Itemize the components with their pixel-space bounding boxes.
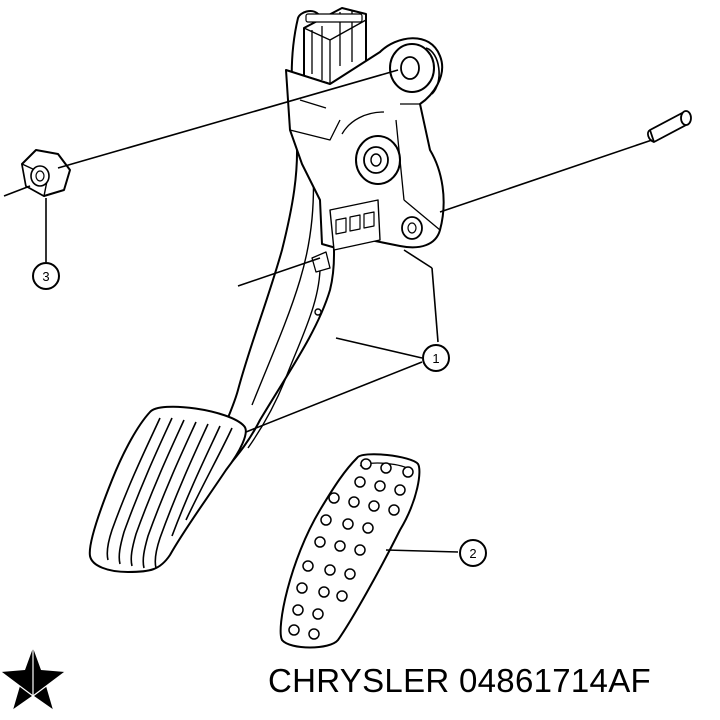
mounting-bolt bbox=[647, 110, 692, 143]
brand-name: CHRYSLER bbox=[268, 662, 450, 699]
hex-nut bbox=[21, 149, 71, 197]
chrysler-pentastar-logo bbox=[0, 648, 66, 711]
callout-3: 3 bbox=[32, 262, 60, 290]
callout-2-number: 2 bbox=[469, 546, 476, 561]
callout-2: 2 bbox=[459, 539, 487, 567]
pedal-foot-pad bbox=[88, 405, 247, 573]
pad-studs bbox=[288, 458, 414, 640]
footer-caption: CHRYSLER 04861714AF bbox=[268, 662, 720, 712]
callout-1-number: 1 bbox=[432, 351, 439, 366]
callout-3-number: 3 bbox=[42, 269, 49, 284]
rubber-pedal-pad bbox=[279, 453, 421, 649]
callout-1: 1 bbox=[422, 344, 450, 372]
leader-lines bbox=[3, 69, 653, 553]
part-number: 04861714AF bbox=[458, 662, 651, 699]
accelerator-pedal-assembly bbox=[209, 7, 445, 471]
